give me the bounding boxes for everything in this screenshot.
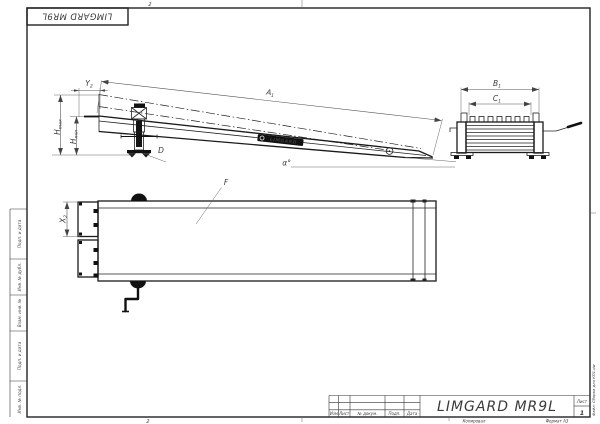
sheet-frame: 2 2 <box>26 0 596 424</box>
underside-extension-line <box>404 157 457 163</box>
lip-flaps <box>77 201 99 278</box>
plan-view: X2 F <box>59 178 437 313</box>
margin-label-vzam-inv: Взам. инв. № <box>17 298 22 327</box>
dim-alpha-label: α° <box>282 159 291 168</box>
col-list-label: Лист <box>338 411 350 416</box>
tip-roller-axle <box>388 150 391 152</box>
dim-f-label: F <box>224 178 229 187</box>
ramp-cross-section <box>449 112 583 159</box>
leg-foot-pad-left <box>128 153 136 158</box>
crank-handle-side <box>543 121 583 132</box>
dim-hmin: Hmin <box>69 116 84 155</box>
dim-c1: C1 <box>468 94 532 115</box>
dim-x2: X2 <box>59 201 80 237</box>
f-leader-line <box>195 187 222 225</box>
margin-label-inv-podl: Инв. № подл. <box>17 385 22 414</box>
dim-hmax-label: Hmax <box>53 119 64 135</box>
below-frame-notes: Копировал Формат А3 Файл: Сборка для КП1… <box>463 363 596 423</box>
clamp-knob-top <box>131 193 147 201</box>
left-margin-column: Подп. и дата Инв. № дубл. Взам. инв. № П… <box>9 208 27 417</box>
side-view: α° LIMGARD D <box>52 79 457 168</box>
support-leg <box>120 103 158 158</box>
file-note: Файл: Сборка для КП1.dw <box>591 363 596 416</box>
leg-foot-plate <box>127 150 151 154</box>
format-note: Формат А3 <box>546 419 569 424</box>
dim-a1-label: A1 <box>265 87 275 99</box>
logo-emblem-icon <box>259 135 265 141</box>
limgard-logo-plate: LIMGARD <box>257 134 304 147</box>
deck-slats <box>466 125 534 151</box>
fold-mark-top: 2 <box>148 2 151 8</box>
left-side-hook <box>449 127 457 132</box>
tip-roller-wheel <box>385 147 394 155</box>
margin-label-podp-data-2: Подп. и дата <box>17 341 22 370</box>
dim-y2: Y2 <box>71 79 108 117</box>
dim-d-label: D <box>158 146 164 155</box>
col-data-label: Дата <box>406 411 418 416</box>
margin-label-inv-dubl: Инв. № дубл. <box>17 263 22 292</box>
clamp-knob-bottom <box>130 281 146 289</box>
dim-c1-label: C1 <box>493 94 501 105</box>
col-doc-label: № докум. <box>357 411 378 416</box>
margin-label-podp-data-1: Подп. и дата <box>17 219 22 248</box>
dim-b1-label: B1 <box>493 79 501 90</box>
col-izm-label: Изм <box>330 411 338 416</box>
copied-note: Копировал <box>463 419 486 424</box>
crank-handle-plan <box>122 285 140 313</box>
d-leader-line <box>143 153 167 163</box>
ramp-deck-top-edge <box>98 115 433 158</box>
sheet-label: Лист <box>576 399 588 404</box>
logo-text: LIMGARD <box>269 137 297 146</box>
dim-b1: B1 <box>460 79 540 112</box>
title-block: Изм Лист № докум. Подп. Дата LIMGARD MR9… <box>328 395 590 417</box>
dim-x2-label: X2 <box>59 215 70 224</box>
top-hook-tabs <box>469 116 530 123</box>
col-podp-label: Подп. <box>388 411 400 416</box>
title-block-title: LIMGARD MR9L <box>437 399 557 415</box>
inverted-stamp-text: LIMGARD MR9L <box>42 11 112 21</box>
flap-teeth <box>93 209 99 278</box>
dim-hmin-label: Hmin <box>69 130 80 144</box>
end-view: B1 C1 <box>449 79 583 159</box>
fold-mark-bottom: 2 <box>146 419 149 424</box>
dim-a1: A1 <box>96 79 443 156</box>
dim-hmax: Hmax <box>52 94 133 156</box>
sheet-number: 1 <box>580 409 585 417</box>
leg-foot-pad-right <box>142 153 150 158</box>
inverted-stamp-box: LIMGARD MR9L <box>26 7 129 26</box>
dim-y2-label: Y2 <box>85 79 93 90</box>
